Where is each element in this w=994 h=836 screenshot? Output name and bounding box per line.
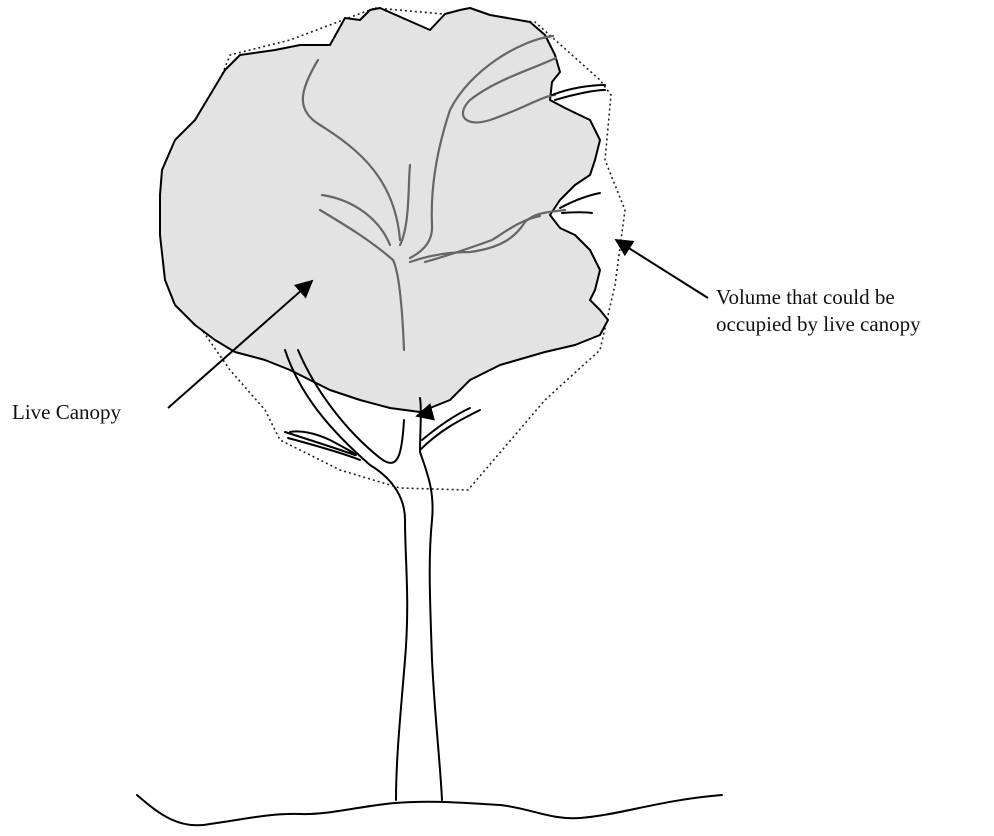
trunk-right-edge [420,398,442,800]
volume-label-line-1: Volume that could be [716,284,921,311]
dead-branch-right-mid-b [562,212,592,213]
live-canopy-shape [160,8,608,412]
trunk-lower-left-twig [288,438,360,460]
ground-line [137,795,722,825]
volume-arrow [616,240,708,298]
trunk-right-branch-a [420,410,480,450]
trunk [285,350,480,800]
volume-label-line-2: occupied by live canopy [716,311,921,338]
live-canopy-label: Live Canopy [12,399,121,426]
trunk-left-edge [285,350,407,800]
volume-label: Volume that could be occupied by live ca… [716,284,921,338]
